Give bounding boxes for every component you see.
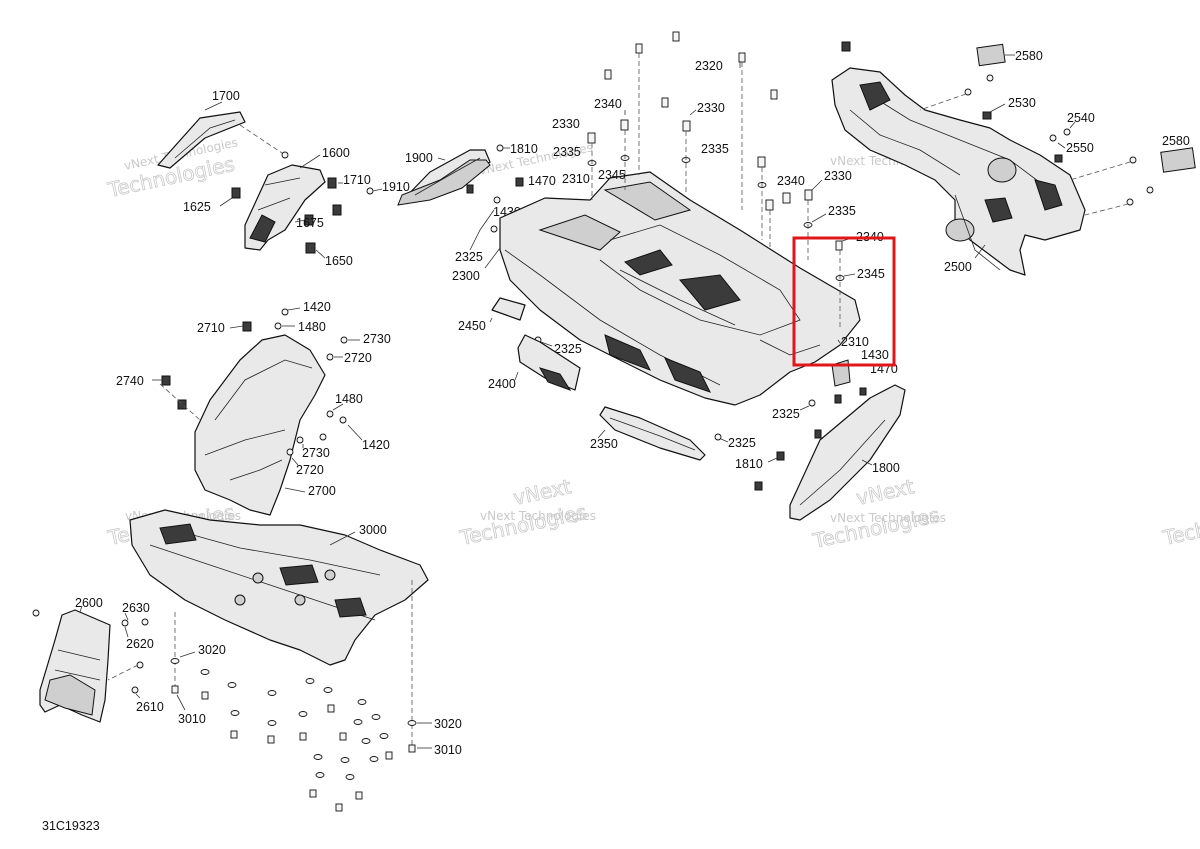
label-1900: 1900 xyxy=(405,151,433,165)
watermark-small: vNext Technologies xyxy=(830,511,946,525)
label-3020b: 3020 xyxy=(434,717,462,731)
label-1810b: 1810 xyxy=(735,457,763,471)
part-2350-bracket: 2350 xyxy=(590,406,706,461)
part-2400-bracket: 2325 2400 xyxy=(488,334,582,391)
label-2580b: 2580 xyxy=(1162,134,1190,148)
label-2500: 2500 xyxy=(944,260,972,274)
label-2400: 2400 xyxy=(488,377,516,391)
fasteners-2325-1810: 2325 2325 1810 xyxy=(714,387,867,491)
label-2350: 2350 xyxy=(590,437,618,451)
label-2580a: 2580 xyxy=(1015,49,1043,63)
label-2335a: 2335 xyxy=(553,145,581,159)
label-2345a: 2345 xyxy=(598,168,626,182)
label-1480a: 1480 xyxy=(298,320,326,334)
part-1800-panel: 1800 xyxy=(789,384,906,521)
label-2540: 2540 xyxy=(1067,111,1095,125)
diagram-code: 31C19323 xyxy=(42,819,100,833)
part-1600-panel: 1600 1710 1625 1675 1650 xyxy=(183,124,371,268)
label-2325d: 2325 xyxy=(728,436,756,450)
label-1600: 1600 xyxy=(322,146,350,160)
label-2335b: 2335 xyxy=(701,142,729,156)
label-2325a: 2325 xyxy=(455,250,483,264)
label-2450: 2450 xyxy=(458,319,486,333)
part-2300-rear-tub: 2325 2300 xyxy=(452,171,861,406)
label-2330c: 2330 xyxy=(824,169,852,183)
label-2740: 2740 xyxy=(116,374,144,388)
skid-plate-fasteners xyxy=(200,669,393,812)
label-2330a: 2330 xyxy=(552,117,580,131)
label-3010a: 3010 xyxy=(178,712,206,726)
label-2310a: 2310 xyxy=(562,172,590,186)
label-2325b: 2325 xyxy=(554,342,582,356)
label-1420b: 1420 xyxy=(362,438,390,452)
label-2600: 2600 xyxy=(75,596,103,610)
label-2610: 2610 xyxy=(136,700,164,714)
label-2550: 2550 xyxy=(1066,141,1094,155)
label-1700: 1700 xyxy=(212,89,240,103)
label-2300: 2300 xyxy=(452,269,480,283)
label-2710: 2710 xyxy=(197,321,225,335)
label-2330b: 2330 xyxy=(697,101,725,115)
label-2320: 2320 xyxy=(695,59,723,73)
watermark-small: vNext Technologies xyxy=(480,509,596,523)
label-2730b: 2730 xyxy=(302,446,330,460)
part-2500-frame: 2500 2580 2530 2540 2550 2580 xyxy=(831,41,1196,276)
highlight-box xyxy=(792,236,896,367)
label-3010b: 3010 xyxy=(434,743,462,757)
label-1710: 1710 xyxy=(343,173,371,187)
label-1625: 1625 xyxy=(183,200,211,214)
label-1650: 1650 xyxy=(325,254,353,268)
label-2325c: 2325 xyxy=(772,407,800,421)
label-1480b: 1480 xyxy=(335,392,363,406)
label-2620: 2620 xyxy=(126,637,154,651)
label-2530: 2530 xyxy=(1008,96,1036,110)
label-2340a: 2340 xyxy=(594,97,622,111)
watermark-large: vNext xyxy=(854,474,916,510)
label-1910: 1910 xyxy=(382,180,410,194)
label-2340b: 2340 xyxy=(777,174,805,188)
part-2450-bracket: 2450 xyxy=(458,297,526,333)
label-2630: 2630 xyxy=(122,601,150,615)
label-2700: 2700 xyxy=(308,484,336,498)
part-2700-side-panel: 2710 1420 1480 2730 2720 2740 1480 1420 … xyxy=(116,300,391,516)
label-2310b: 2310 xyxy=(841,335,869,349)
label-1420a: 1420 xyxy=(303,300,331,314)
part-2600-panel: 2600 2630 2620 2610 xyxy=(32,596,164,723)
label-2335c: 2335 xyxy=(828,204,856,218)
label-1675: 1675 xyxy=(296,216,324,230)
label-2720a: 2720 xyxy=(344,351,372,365)
label-1430b: 1430 xyxy=(861,348,889,362)
label-2345b: 2345 xyxy=(857,267,885,281)
part-3000-skid-plate: 3000 3020 3010 3020 3010 xyxy=(129,509,462,757)
part-1700-panel: 1700 xyxy=(157,89,246,169)
label-1810a: 1810 xyxy=(510,142,538,156)
label-3020a: 3020 xyxy=(198,643,226,657)
label-1800: 1800 xyxy=(872,461,900,475)
label-2730a: 2730 xyxy=(363,332,391,346)
watermark-large: Technologies xyxy=(1160,500,1200,550)
label-2720b: 2720 xyxy=(296,463,324,477)
label-3000: 3000 xyxy=(359,523,387,537)
label-1470a: 1470 xyxy=(528,174,556,188)
